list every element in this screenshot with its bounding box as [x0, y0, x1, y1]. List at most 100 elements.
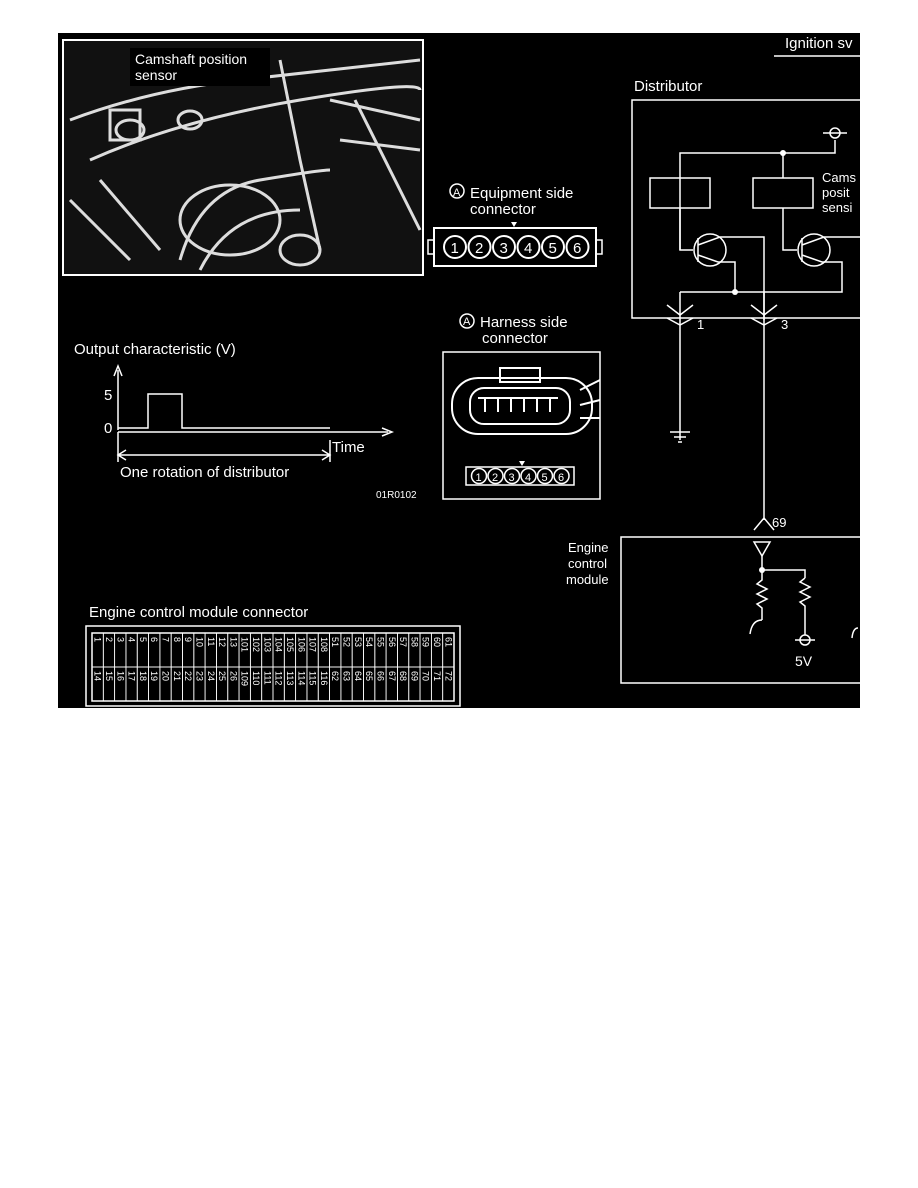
graph-title: Output characteristic (V)	[74, 341, 236, 358]
ecm-pin-label: 24	[206, 671, 216, 681]
ecm-pin-label: 61	[443, 637, 453, 647]
supply-5v-label: 5V	[795, 653, 813, 669]
ecm-pin-label: 110	[251, 671, 261, 685]
connector-pin	[492, 235, 516, 259]
ecm-pin-label: 20	[161, 671, 171, 681]
ecm-pin-label: 108	[319, 637, 329, 652]
engine-photo: Camshaft position sensor	[62, 39, 424, 276]
ignition-switch-label: Ignition sv	[785, 35, 853, 52]
ecm-pin-label: 69	[409, 671, 419, 681]
ecm-pin-label: 56	[387, 637, 397, 647]
x-axis-label: Time	[332, 439, 365, 456]
ecm-pin-label: 102	[251, 637, 261, 652]
ecm-label: Engine	[568, 540, 608, 555]
ecm-pin-label: 11	[206, 637, 216, 646]
output-characteristic-graph: Output characteristic (V) 5 0 Time One r…	[74, 341, 417, 501]
ecm-pin-label: 68	[398, 671, 408, 681]
pin-label: 4	[525, 472, 531, 484]
ecm-pin-cell	[442, 666, 455, 702]
harness-connector-title-2: connector	[482, 330, 548, 347]
connector-pin	[487, 467, 504, 485]
marker-a: A	[453, 187, 461, 199]
ecm-pin-label: 104	[274, 637, 284, 652]
ecm-pin-label: 51	[330, 637, 340, 647]
pin-label: 2	[492, 472, 498, 484]
connector-pin	[443, 235, 467, 259]
ecm-pin-label: 70	[421, 671, 431, 681]
ecm-pin-label: 64	[353, 671, 363, 681]
connector-pin	[516, 235, 541, 259]
ecm-label-2: control	[568, 556, 607, 571]
ecm-pin-label: 105	[285, 637, 295, 652]
ecm-pin-label: 12	[217, 637, 227, 647]
ecm-pin-label: 114	[296, 671, 306, 685]
connector-pin	[503, 467, 521, 485]
ecm-pin-label: 9	[183, 637, 193, 642]
connector-pin	[467, 235, 492, 259]
ecm-pin-label: 8	[172, 637, 182, 642]
connector-pin	[520, 467, 537, 485]
ecm-pin-label: 52	[342, 637, 352, 647]
ecm-pin-label: 113	[285, 671, 295, 685]
ecm-pin-label: 115	[308, 671, 318, 685]
pin-label: 1	[476, 472, 482, 484]
connector-pin	[536, 467, 554, 485]
distributor-label: Distributor	[634, 78, 702, 95]
y-tick-5: 5	[104, 387, 112, 404]
terminal-3-label: 3	[781, 317, 788, 332]
ecm-pin-label: 62	[330, 671, 340, 681]
ecm-pin-label: 63	[342, 671, 352, 681]
marker-a-icon	[449, 183, 465, 199]
ecm-pin-label: 106	[296, 637, 306, 652]
ecm-pin-label: 53	[353, 637, 363, 647]
pin-label: 4	[524, 240, 532, 257]
sensor-label-2: posit	[822, 185, 850, 200]
ecm-pin-label: 19	[149, 671, 159, 681]
ecm-pin-label: 17	[127, 671, 137, 681]
ecm-pin-label: 3	[115, 637, 125, 642]
marker-a-icon	[459, 313, 475, 329]
ecm-pin-label: 13	[228, 637, 238, 647]
pin-label: 5	[549, 240, 557, 257]
ecm-pin-label: 59	[421, 637, 431, 647]
pin-label: 6	[573, 240, 581, 257]
ecm-pin-label: 10	[194, 637, 204, 647]
connector-pin	[565, 235, 590, 259]
ecm-pin-label: 67	[387, 671, 397, 681]
ecm-pin-label: 72	[443, 671, 453, 681]
terminal-1-label: 1	[697, 317, 704, 332]
ecm-pin-label: 57	[398, 637, 408, 647]
equipment-connector-title: Equipment side	[470, 185, 573, 202]
marker-a: A	[463, 316, 471, 328]
span-label: One rotation of distributor	[120, 464, 289, 481]
y-tick-0: 0	[104, 420, 112, 437]
ecm-pin-label: 15	[104, 671, 114, 681]
connector-pin	[541, 235, 565, 259]
ecm-pin-label: 21	[172, 671, 182, 681]
ecm-pin-label: 101	[240, 637, 250, 652]
ecm-pin-label: 23	[194, 671, 204, 681]
ecm-label-3: module	[566, 572, 609, 587]
ecm-pin-label: 25	[217, 671, 227, 681]
ecm-pin-label: 1	[93, 637, 103, 642]
ecm-pin-label: 54	[364, 637, 374, 647]
ecm-pin-label: 60	[432, 637, 442, 647]
pin-label: 1	[451, 240, 459, 257]
ecm-pin-label: 65	[364, 671, 374, 681]
ecm-pin-label: 55	[375, 637, 385, 647]
ecm-pin-label: 112	[274, 671, 284, 685]
circuit-schematic: Ignition sv Distributor	[566, 35, 860, 684]
connector-pin	[470, 467, 488, 485]
equipment-connector-title-2: connector	[470, 201, 536, 218]
ecm-pin-label: 66	[375, 671, 385, 681]
photo-label-2: sensor	[135, 67, 177, 83]
ecm-pin-label: 116	[319, 671, 329, 685]
ecm-pin-label: 109	[240, 671, 250, 686]
ecm-pin-label: 7	[161, 637, 171, 642]
ecm-pin-label: 18	[138, 671, 148, 681]
ecm-pin-label: 58	[409, 637, 419, 647]
ecm-pin-label: 107	[308, 637, 318, 652]
connector-pin	[553, 467, 570, 485]
